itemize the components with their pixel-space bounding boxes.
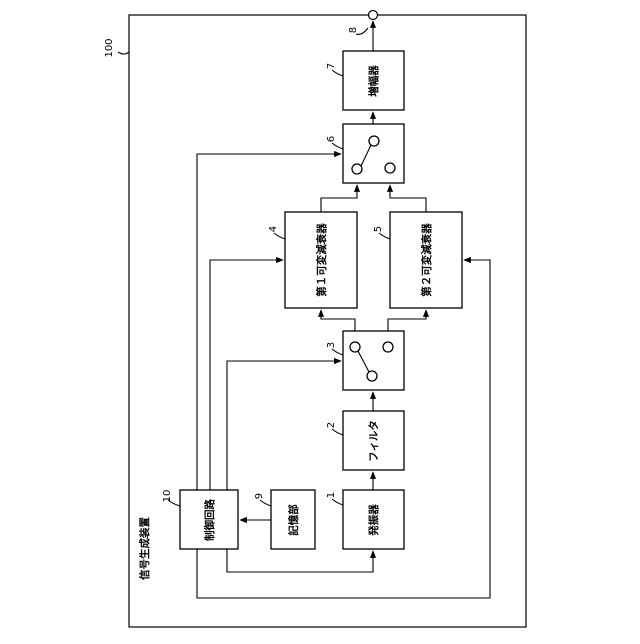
controller-label: 制御回路	[203, 499, 216, 541]
amplifier-block: 増幅器	[343, 51, 404, 110]
wire-att1-to-switch	[321, 185, 357, 212]
wire-att2-to-switch	[390, 185, 426, 212]
controller-block: 制御回路	[180, 490, 238, 549]
wire-switch-to-att1	[321, 310, 355, 331]
output-switch-ref: 6	[326, 136, 337, 142]
output-switch-contact-a	[369, 136, 379, 146]
input-switch-ref: 3	[326, 342, 337, 348]
controller-ref: 10	[162, 490, 173, 503]
attenuator2-label: 第２可変減衰器	[420, 223, 433, 297]
device-title: 信号生成装置	[138, 517, 151, 580]
attenuator2-block: 第２可変減衰器	[390, 212, 462, 308]
filter-ref-leader	[332, 429, 343, 435]
storage-block: 記憶部	[271, 490, 315, 549]
attenuator1-ref: 4	[268, 226, 279, 232]
ctrl-to-attenuator1	[210, 260, 283, 490]
filter-block: フィルタ	[343, 411, 404, 470]
filter-label: フィルタ	[368, 420, 380, 462]
oscillator-ref-leader	[332, 499, 343, 505]
output-switch-pivot	[352, 164, 362, 174]
input-switch-ref-leader	[332, 349, 343, 355]
device-ref-leader	[118, 52, 129, 54]
oscillator-block: 発振器	[343, 490, 404, 549]
output-terminal	[369, 11, 378, 20]
attenuator2-ref: 5	[373, 226, 384, 232]
output-switch-block	[343, 124, 404, 183]
input-switch-pivot	[367, 371, 377, 381]
ctrl-to-oscillator	[227, 549, 373, 572]
output-switch-ref-leader	[332, 143, 343, 149]
storage-label: 記憶部	[287, 504, 300, 536]
device-ref-label: 100	[104, 38, 115, 57]
oscillator-label: 発振器	[367, 504, 380, 537]
amplifier-ref: 7	[326, 63, 337, 69]
attenuator2-ref-leader	[379, 233, 390, 239]
storage-ref-leader	[260, 500, 271, 506]
input-switch-contact-b	[383, 342, 393, 352]
output-switch-contact-b	[385, 163, 395, 173]
amplifier-ref-leader	[332, 70, 343, 76]
input-switch-block	[343, 331, 404, 390]
ctrl-to-input-switch	[227, 361, 341, 490]
attenuator1-label: 第１可変減衰器	[315, 223, 328, 297]
ctrl-to-output-switch	[197, 154, 341, 490]
filter-ref: 2	[326, 422, 337, 428]
input-switch-contact-a	[350, 342, 360, 352]
attenuator1-ref-leader	[274, 233, 285, 239]
wire-switch-to-att2	[388, 310, 426, 331]
storage-ref: 9	[254, 493, 265, 499]
oscillator-ref: 1	[326, 492, 337, 498]
output-terminal-ref: 8	[348, 27, 359, 33]
attenuator1-block: 第１可変減衰器	[285, 212, 357, 308]
amplifier-label: 増幅器	[367, 65, 380, 97]
